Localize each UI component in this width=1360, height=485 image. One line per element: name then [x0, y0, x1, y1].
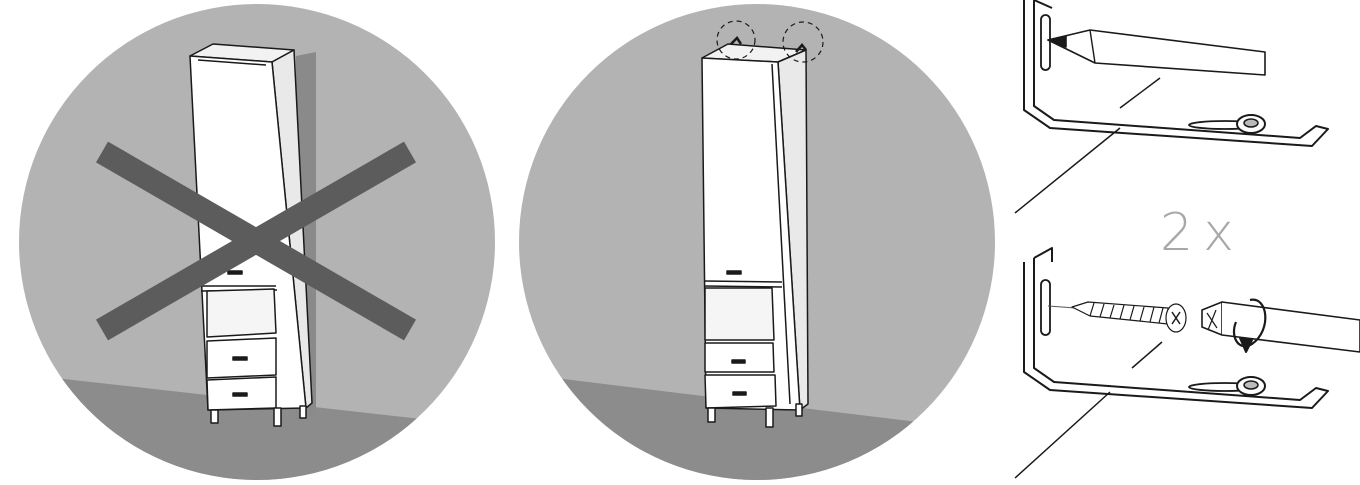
cabinet-leg: [766, 408, 773, 427]
door-handle: [228, 271, 242, 274]
screw-head: [1244, 381, 1258, 389]
drawer-handle-upper: [233, 357, 247, 360]
cabinet-leg: [211, 410, 218, 423]
drawer-upper: [705, 343, 774, 372]
screw-head: [1244, 119, 1258, 127]
drawer-handle-lower: [733, 392, 746, 395]
cabinet-illustration: [702, 44, 808, 427]
quantity-label: 2x: [1160, 198, 1240, 268]
cabinet-leg: [300, 406, 306, 418]
cabinet-door-bottom: [704, 281, 782, 282]
cabinet-leg: [708, 408, 715, 422]
screwdriver-icon: [1202, 302, 1360, 352]
leader-line: [1120, 78, 1160, 108]
panel-free-standing: [0, 4, 520, 485]
detail-mark-holes: [1015, 0, 1328, 213]
angle-bracket: [1024, 0, 1328, 146]
leader-line: [1015, 128, 1120, 213]
bracket-vertical-edge: [1034, 0, 1052, 8]
cabinet-leg: [274, 408, 281, 426]
bracket-slot: [1041, 280, 1050, 335]
bracket-slot: [1041, 15, 1050, 70]
detail-drive-screw: [1015, 248, 1360, 478]
pencil-icon: [1048, 30, 1265, 75]
wood-screw-icon: [1072, 302, 1186, 332]
cabinet-leg: [796, 404, 802, 416]
drawer-handle-upper: [732, 360, 745, 363]
bracket-vertical-edge: [1034, 248, 1052, 262]
drawer-handle-lower: [233, 393, 247, 396]
open-compartment: [207, 289, 276, 337]
door-handle: [727, 271, 741, 274]
leader-line: [1015, 392, 1110, 478]
open-compartment: [705, 288, 774, 340]
cabinet-shelf: [704, 286, 782, 287]
leader-line: [1132, 342, 1162, 368]
panel-anchored: [500, 4, 1000, 485]
